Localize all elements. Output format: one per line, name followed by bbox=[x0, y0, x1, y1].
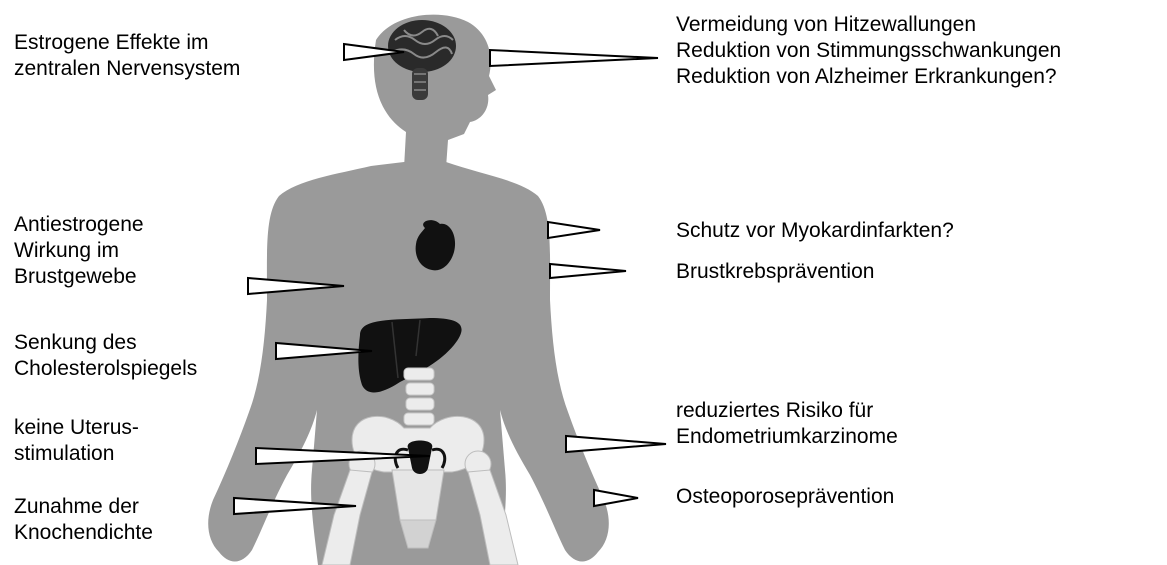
label-endometrium: reduziertes Risiko für Endometriumkarzin… bbox=[676, 398, 898, 450]
label-breast-cancer: Brustkrebsprävention bbox=[676, 259, 874, 285]
label-osteoporosis: Osteoporoseprävention bbox=[676, 484, 894, 510]
arrow-osteoporosis bbox=[594, 490, 638, 506]
label-cns: Estrogene Effekte im zentralen Nervensys… bbox=[14, 30, 240, 82]
label-cholesterol: Senkung des Cholesterolspiegels bbox=[14, 330, 197, 382]
label-breast-tissue: Antiestrogene Wirkung im Brustgewebe bbox=[14, 212, 144, 290]
arrow-endometrium bbox=[566, 436, 666, 452]
label-bone-density: Zunahme der Knochendichte bbox=[14, 494, 153, 546]
arrow-cns-right bbox=[490, 50, 658, 66]
label-uterus: keine Uterus- stimulation bbox=[14, 415, 139, 467]
label-heart: Schutz vor Myokardinfarkten? bbox=[676, 218, 954, 244]
arrow-heart bbox=[548, 222, 600, 238]
arrow-breast-cancer bbox=[550, 264, 626, 278]
label-cns-effects: Vermeidung von Hitzewallungen Reduktion … bbox=[676, 12, 1061, 90]
